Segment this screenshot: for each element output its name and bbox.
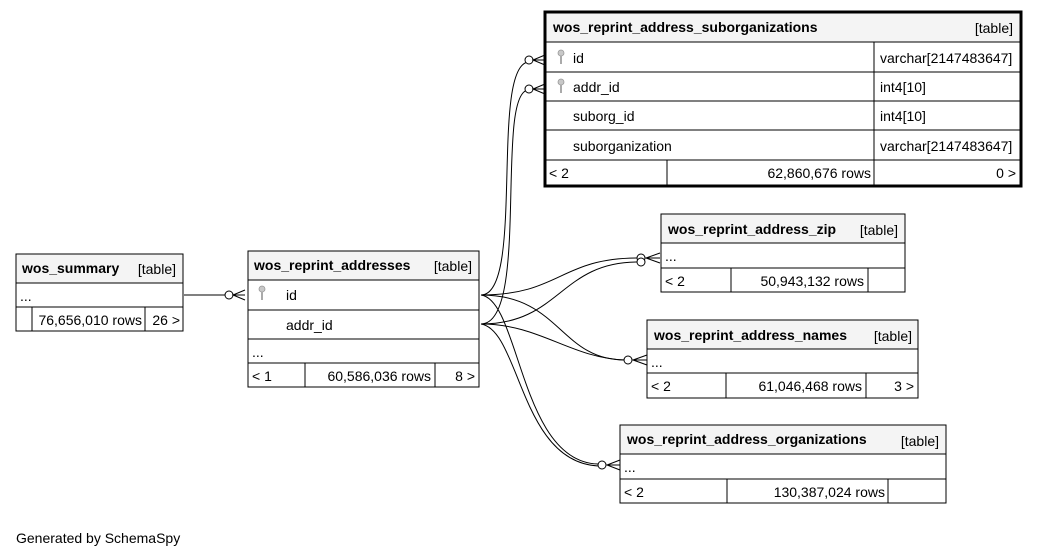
row-count: 130,387,024 rows bbox=[774, 484, 885, 500]
table-title: wos_reprint_addresses bbox=[253, 257, 411, 273]
row-count: 62,860,676 rows bbox=[767, 165, 871, 181]
row-count: 50,943,132 rows bbox=[760, 273, 864, 289]
parents-count: < 2 bbox=[651, 378, 671, 394]
columns-ellipsis: ... bbox=[624, 459, 636, 475]
column-name: addr_id bbox=[286, 317, 333, 333]
children-count: 0 > bbox=[996, 165, 1016, 181]
columns-ellipsis: ... bbox=[651, 354, 663, 370]
edge-addresses-orgs-id bbox=[480, 294, 599, 465]
columns-ellipsis: ... bbox=[252, 344, 264, 360]
parents-count: < 2 bbox=[665, 273, 685, 289]
table-type-label: [table] bbox=[434, 258, 472, 274]
column-name: suborg_id bbox=[573, 108, 635, 124]
generated-by-footer: Generated by SchemaSpy bbox=[16, 530, 181, 546]
column-name: suborganization bbox=[573, 138, 672, 154]
relationship-edges bbox=[184, 54, 661, 471]
edge-addresses-suborg-addrid bbox=[480, 89, 529, 325]
columns-ellipsis: ... bbox=[665, 248, 677, 264]
column-name: addr_id bbox=[573, 79, 620, 95]
edge-addresses-orgs-addrid bbox=[480, 323, 599, 467]
table-type-label: [table] bbox=[901, 433, 939, 449]
parents-count: < 1 bbox=[252, 368, 272, 384]
edge-addresses-names-addrid bbox=[480, 323, 626, 361]
children-count: 3 > bbox=[894, 378, 914, 394]
parents-count: < 2 bbox=[549, 165, 569, 181]
column-type: int4[10] bbox=[880, 79, 926, 95]
table-zip[interactable]: wos_reprint_address_zip [table] ... < 2 … bbox=[660, 213, 906, 293]
table-suborganizations[interactable]: wos_reprint_address_suborganizations [ta… bbox=[543, 10, 1023, 188]
column-name: id bbox=[286, 287, 297, 303]
edge-crowfoot bbox=[231, 289, 246, 301]
edge-addresses-names-id bbox=[480, 294, 626, 361]
edge-addresses-zip-id bbox=[480, 257, 639, 296]
table-header bbox=[620, 425, 946, 454]
table-organizations[interactable]: wos_reprint_address_organizations [table… bbox=[619, 424, 947, 504]
table-title: wos_reprint_address_suborganizations bbox=[552, 19, 818, 35]
column-name: id bbox=[573, 50, 584, 66]
table-title: wos_summary bbox=[21, 260, 119, 276]
table-title: wos_reprint_address_organizations bbox=[626, 431, 867, 447]
table-header bbox=[546, 13, 1020, 42]
table-summary[interactable]: wos_summary [table] ... 76,656,010 rows … bbox=[15, 253, 184, 332]
table-names[interactable]: wos_reprint_address_names [table] ... < … bbox=[646, 319, 919, 399]
table-header bbox=[16, 254, 183, 283]
column-type: varchar[2147483647] bbox=[880, 138, 1012, 154]
table-type-label: [table] bbox=[860, 222, 898, 238]
table-title: wos_reprint_address_names bbox=[653, 327, 847, 343]
table-header bbox=[647, 320, 918, 349]
column-type: varchar[2147483647] bbox=[880, 50, 1012, 66]
column-type: int4[10] bbox=[880, 108, 926, 124]
table-addresses[interactable]: wos_reprint_addresses [table] id addr_id… bbox=[247, 250, 480, 388]
columns-ellipsis: ... bbox=[20, 288, 32, 304]
row-count: 76,656,010 rows bbox=[38, 312, 142, 328]
row-count: 61,046,468 rows bbox=[758, 378, 862, 394]
children-count: 8 > bbox=[455, 368, 475, 384]
table-type-label: [table] bbox=[975, 20, 1013, 36]
children-count: 26 > bbox=[152, 312, 180, 328]
edge-addresses-suborg-id bbox=[480, 61, 529, 296]
table-header bbox=[661, 214, 905, 243]
row-count: 60,586,036 rows bbox=[327, 368, 431, 384]
edge-addresses-zip-addrid bbox=[480, 261, 639, 325]
table-type-label: [table] bbox=[138, 261, 176, 277]
parents-count: < 2 bbox=[624, 484, 644, 500]
table-title: wos_reprint_address_zip bbox=[667, 221, 836, 237]
table-header bbox=[248, 251, 479, 280]
table-type-label: [table] bbox=[874, 328, 912, 344]
